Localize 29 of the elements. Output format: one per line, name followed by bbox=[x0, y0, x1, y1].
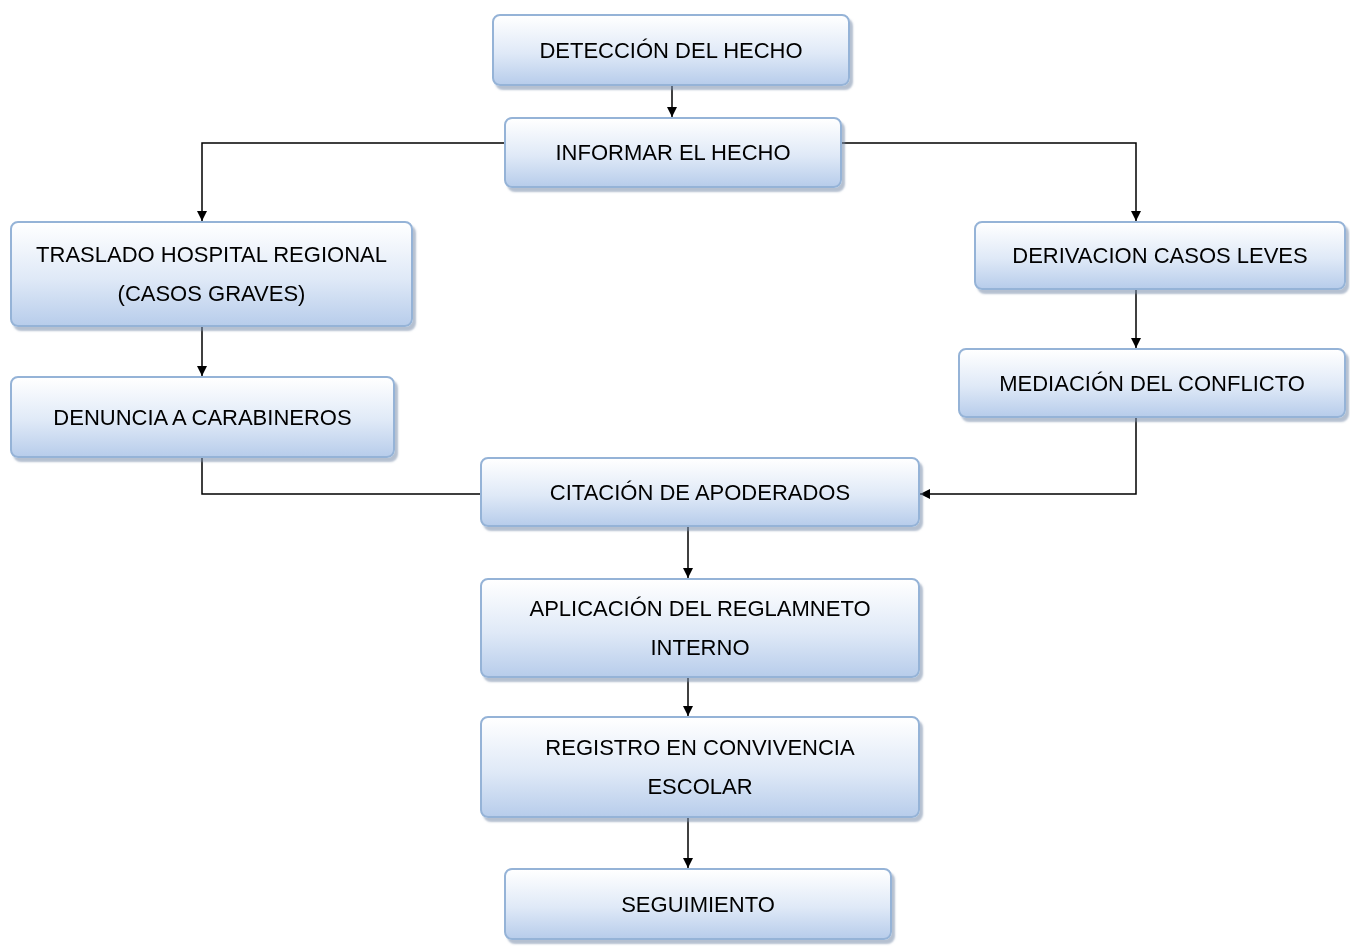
connector-arrow bbox=[197, 326, 207, 377]
box-label: CITACIÓN DE APODERADOS bbox=[549, 478, 851, 507]
box-label: SEGUIMIENTO bbox=[621, 890, 775, 919]
connector-arrow bbox=[1131, 289, 1141, 349]
process-box bbox=[480, 457, 920, 527]
process-box bbox=[10, 221, 413, 327]
process-box bbox=[504, 117, 842, 188]
process-box bbox=[480, 716, 920, 818]
connector-arrow bbox=[683, 817, 693, 869]
connector-arrow bbox=[197, 142, 505, 222]
connector-arrow bbox=[841, 142, 1141, 222]
process-box bbox=[10, 376, 395, 458]
box-label: MEDIACIÓN DEL CONFLICTO bbox=[999, 369, 1305, 398]
connector-arrow bbox=[667, 85, 677, 118]
box-label: DERIVACION CASOS LEVES bbox=[1012, 242, 1308, 270]
box-label: INFORMAR EL HECHO bbox=[555, 139, 791, 167]
box-label: REGISTRO EN CONVIVENCIA ESCOLAR bbox=[544, 734, 856, 801]
box-label: TRASLADO HOSPITAL REGIONAL (CASOS GRAVES) bbox=[35, 241, 388, 308]
process-box bbox=[492, 14, 850, 86]
connector-arrow bbox=[683, 526, 693, 579]
process-box bbox=[974, 221, 1346, 290]
process-box bbox=[480, 578, 920, 678]
process-box bbox=[958, 348, 1346, 418]
box-label: APLICACIÓN DEL REGLAMNETO INTERNO bbox=[528, 595, 872, 662]
connector-arrow bbox=[919, 417, 1137, 499]
connector-arrow bbox=[683, 677, 693, 717]
box-label: DETECCIÓN DEL HECHO bbox=[539, 36, 803, 65]
box-label: DENUNCIA A CARABINEROS bbox=[53, 403, 352, 432]
process-box bbox=[504, 868, 892, 940]
